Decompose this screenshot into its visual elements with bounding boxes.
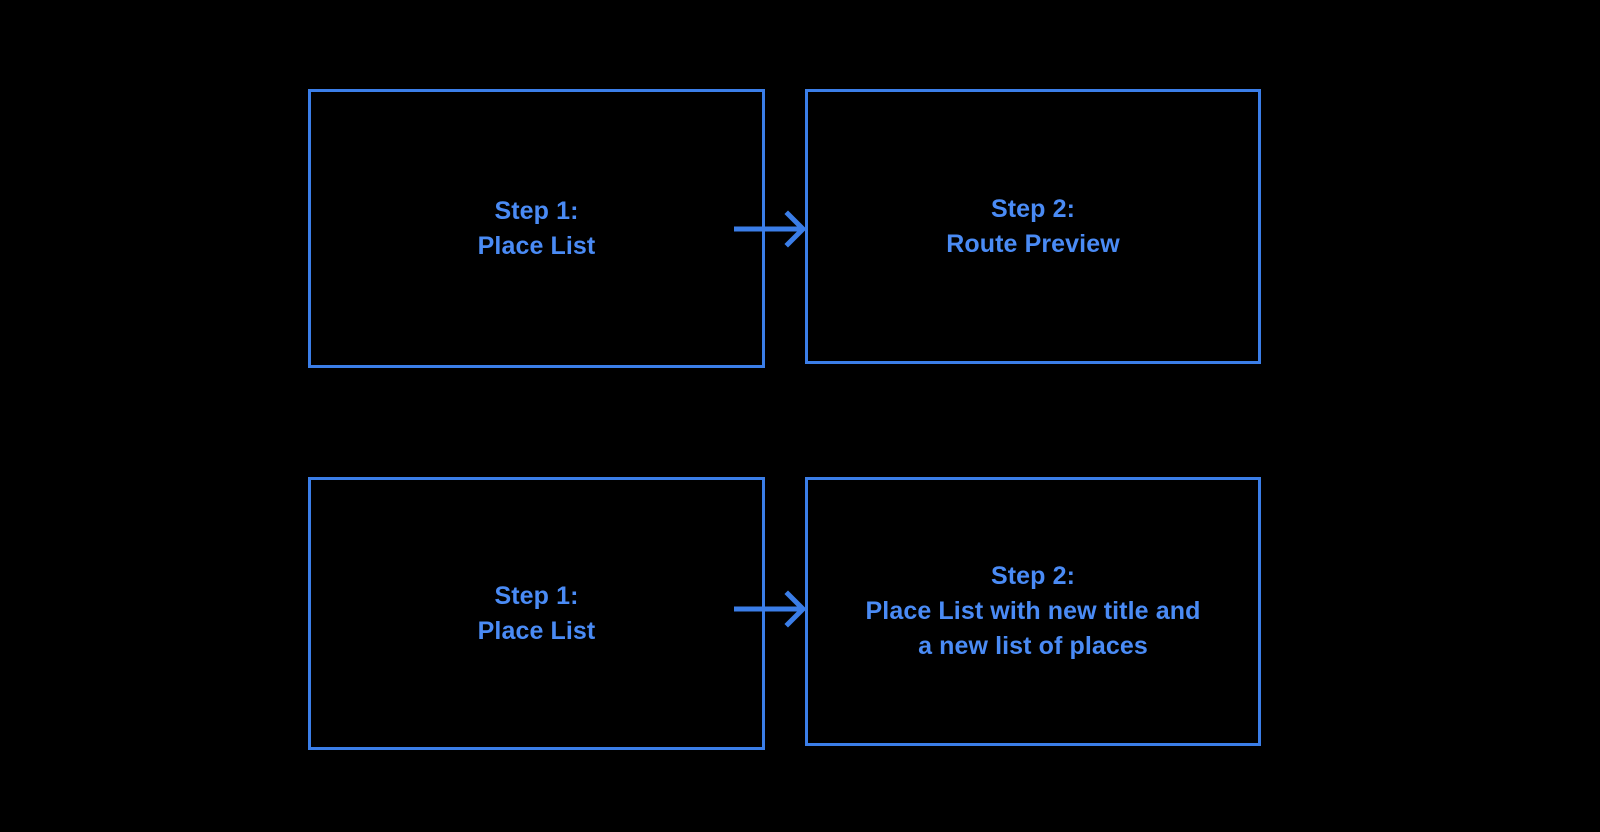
flow-step-label: Step 2: Place List with new title and a …: [865, 562, 1201, 660]
flow-step-label: Step 1: Place List: [477, 581, 596, 645]
flow-step-box-row2-step2[interactable]: Step 2: Place List with new title and a …: [805, 477, 1261, 746]
arrow-right-icon: [734, 210, 807, 248]
arrow-right-icon-row2: [730, 580, 810, 640]
flow-step-box-row2-step1[interactable]: Step 1: Place List: [308, 477, 765, 750]
flow-step-box-row1-step1[interactable]: Step 1: Place List: [308, 89, 765, 368]
flow-step-label: Step 2: Route Preview: [946, 194, 1120, 258]
arrow-right-icon: [734, 590, 807, 628]
arrow-right-icon-row1: [730, 200, 810, 260]
flow-step-label: Step 1: Place List: [477, 196, 596, 260]
flow-step-box-row1-step2[interactable]: Step 2: Route Preview: [805, 89, 1261, 364]
